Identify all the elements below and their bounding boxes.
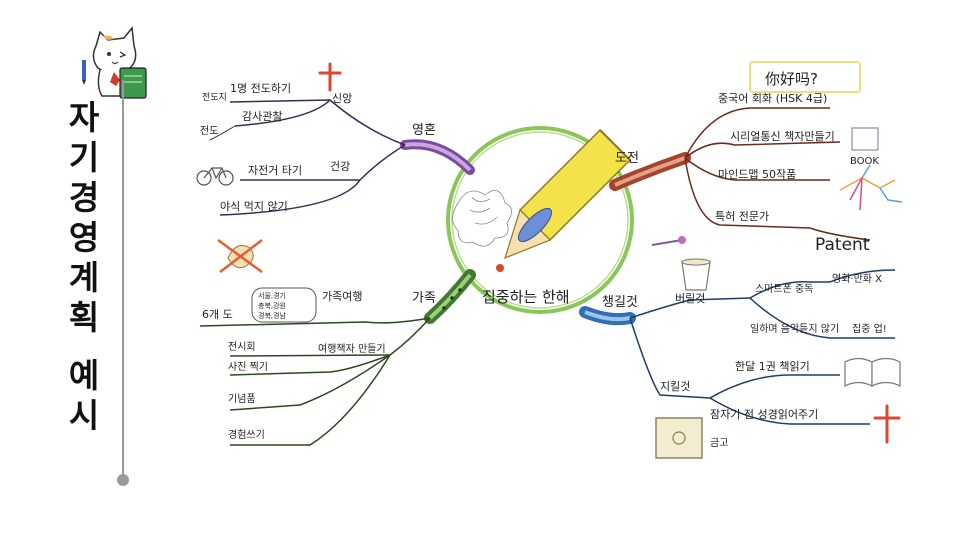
branch-label-habits: 챙길것 [602, 295, 638, 310]
discard-item: 일하며 음악듣지 않기 [750, 322, 839, 335]
keep-item: 잠자기 전 성경읽어주기 [710, 408, 818, 421]
safe-icon: 금고 [655, 417, 728, 459]
bucket-icon [681, 258, 711, 291]
title-char: 경 [68, 178, 100, 217]
health-item: 야식 먹지 않기 [220, 200, 288, 213]
title-char: 영 [68, 218, 100, 257]
discard-item: 스마트폰 중독 [755, 283, 813, 295]
chinese-note: 你好吗? [765, 70, 818, 88]
branch-label-soul: 영혼 [412, 123, 436, 138]
challenge-item: 마인드맵 50작품 [718, 168, 796, 181]
book-icon: BOOK [850, 127, 879, 167]
title-char: 기 [68, 138, 100, 177]
open-book-icon [844, 357, 901, 388]
node-label-faith: 신앙 [332, 92, 352, 105]
title-divider-line [122, 80, 124, 478]
family-trip-bubble [251, 287, 317, 323]
chicken-icon [217, 238, 263, 274]
branch-family [199, 269, 476, 446]
family-trip-region: 경북,경남 [258, 311, 287, 320]
bicycle-icon [196, 167, 234, 186]
title-divider-dot [117, 474, 129, 486]
challenge-item: 시리얼통신 책자만들기 [730, 129, 835, 143]
node-label-health: 건강 [330, 160, 350, 173]
title-char: 계 [68, 258, 100, 297]
faith-side-note: 전도지 [202, 92, 227, 103]
discard-note: 영화·만화 X [832, 273, 882, 285]
flower-icon [651, 236, 686, 246]
title-char: 자 [68, 98, 100, 137]
flower-icon [496, 264, 504, 272]
title-char: 예 [68, 356, 100, 395]
node-label-discard: 버릴것 [675, 292, 705, 305]
mind-map: 집중하는 한해 영혼 신앙 1명 전도하기 감사관찰 전도지 전도 건강 자전거… [196, 61, 903, 459]
title-char: 시 [68, 396, 100, 435]
keep-item: 한달 1권 책읽기 [735, 360, 810, 373]
cat-icon [82, 26, 147, 99]
family-book-item: 경험쓰기 [228, 428, 265, 441]
branch-habits [579, 269, 896, 425]
node-label-family-book: 여행책자 만들기 [318, 343, 386, 355]
family-trip-region: 충북,강원 [258, 301, 286, 310]
family-book-item: 전시회 [228, 341, 256, 353]
slide-title: 자 기 경 영 계 획 예 시 [62, 98, 106, 436]
health-item: 자전거 타기 [248, 164, 302, 177]
family-book-item: 기념품 [228, 393, 256, 405]
node-label-family-trip: 가족여행 [322, 290, 362, 303]
family-book-item: 사진 찍기 [228, 361, 268, 373]
cross-icon [873, 404, 901, 444]
tree-icon [839, 164, 903, 211]
family-trip-region: 서울,경기 [258, 291, 286, 300]
faith-item: 1명 전도하기 [230, 81, 291, 95]
brain-sketch [452, 190, 512, 247]
node-label-keep: 지킬것 [660, 380, 690, 393]
pencil-icon [504, 128, 632, 260]
challenge-item: 중국어 회화 (HSK 4급) [718, 92, 827, 105]
branch-label-challenge: 도전 [615, 151, 639, 166]
center-node-label: 집중하는 한해 [482, 288, 570, 306]
challenge-item: 특허 전문가 [715, 210, 769, 223]
safe-note: 금고 [710, 437, 728, 449]
family-trip-prefix: 6개 도 [202, 308, 233, 321]
faith-side-note: 전도 [200, 125, 218, 137]
cross-icon [318, 62, 342, 92]
title-char: 획 [68, 298, 100, 337]
branch-challenge [609, 107, 871, 241]
discard-note: 집중 업! [852, 322, 887, 335]
chinese-note-box [749, 61, 861, 93]
patent-note: Patent [815, 235, 870, 255]
branch-soul [209, 99, 475, 216]
branch-label-family: 가족 [412, 291, 436, 306]
book-note: BOOK [850, 156, 879, 167]
faith-item: 감사관찰 [242, 110, 282, 123]
